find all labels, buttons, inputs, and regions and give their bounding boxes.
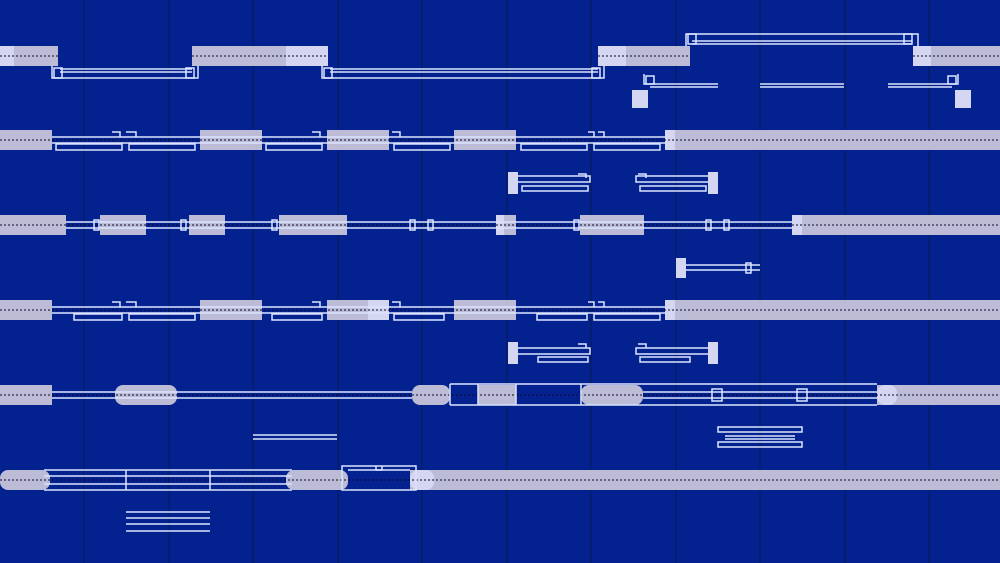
bridge-line <box>392 131 401 137</box>
rail-segment <box>100 215 146 235</box>
bridge-line <box>312 301 321 307</box>
connector <box>639 185 707 192</box>
connector <box>128 313 196 321</box>
rail-segment <box>412 385 450 405</box>
track-4 <box>0 300 1000 364</box>
grid-lines <box>83 0 930 563</box>
connector <box>520 143 588 151</box>
rail-highlight <box>877 385 897 405</box>
bridge-line <box>312 131 321 137</box>
connector <box>341 465 417 491</box>
connector <box>180 219 187 231</box>
end-block <box>676 258 686 278</box>
rail-segment <box>200 300 262 320</box>
bridge-line <box>126 131 137 137</box>
connector <box>947 75 957 85</box>
connector <box>591 67 601 79</box>
end-block <box>508 172 518 194</box>
connector <box>73 313 123 321</box>
connector <box>185 67 195 79</box>
bridge-line <box>112 301 121 307</box>
connector <box>265 143 323 151</box>
end-block <box>632 90 648 108</box>
bridge-line <box>578 173 587 178</box>
bridge-line <box>638 173 647 178</box>
connector <box>53 67 63 79</box>
rail-segment <box>200 130 262 150</box>
bridge-line <box>638 343 647 348</box>
rail-segment <box>877 385 1000 405</box>
connector <box>711 388 723 402</box>
bridge-line <box>685 33 919 46</box>
connector <box>705 219 712 231</box>
connector <box>271 313 323 321</box>
connector <box>427 219 434 231</box>
track-3 <box>0 215 1000 278</box>
bridge-line <box>375 466 383 471</box>
rail-highlight <box>368 300 389 320</box>
rail-segment <box>913 46 1000 66</box>
connector <box>639 356 691 363</box>
rail-highlight <box>286 46 328 66</box>
end-block <box>708 172 718 194</box>
bridge-line <box>112 131 121 137</box>
connector <box>393 313 445 321</box>
end-block <box>708 342 718 364</box>
connector <box>128 143 196 151</box>
end-block <box>955 90 971 108</box>
bridge-line <box>588 131 595 137</box>
bridge-line <box>126 301 137 307</box>
connector <box>687 33 697 45</box>
connector <box>796 388 808 402</box>
connector <box>717 441 803 448</box>
connector <box>573 219 580 231</box>
bridge-line <box>643 74 718 85</box>
connector <box>393 143 451 151</box>
bridge-line <box>888 74 959 85</box>
connector <box>593 313 661 321</box>
bridge-line <box>321 66 605 79</box>
connector <box>645 75 655 85</box>
bridge-line <box>392 301 401 307</box>
bridge-line <box>598 301 605 307</box>
connector <box>903 33 913 45</box>
bridge-line <box>598 131 605 137</box>
connector <box>55 143 123 151</box>
connector <box>271 219 278 231</box>
connector <box>745 262 752 274</box>
bridge-line <box>578 343 587 348</box>
rail-highlight <box>0 46 14 66</box>
connector <box>536 313 588 321</box>
connector <box>521 185 589 192</box>
connector <box>537 356 589 363</box>
connector <box>593 143 661 151</box>
bridge-line <box>588 301 595 307</box>
track-1 <box>0 33 1000 108</box>
track-6 <box>0 465 1000 532</box>
end-block <box>508 342 518 364</box>
connector <box>323 67 333 79</box>
connector <box>409 219 416 231</box>
track-2 <box>0 130 1000 194</box>
connector <box>93 219 100 231</box>
bridge-line <box>51 66 199 79</box>
rail-segment <box>189 215 225 235</box>
connector <box>717 426 803 433</box>
track-5 <box>0 383 1000 448</box>
connector <box>723 219 730 231</box>
